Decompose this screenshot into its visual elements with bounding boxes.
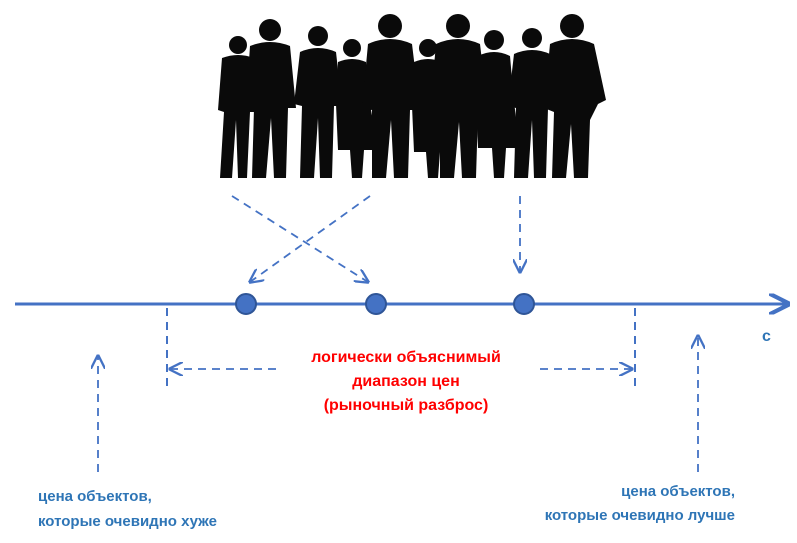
right-note-line-1: цена объектов, [621, 483, 735, 500]
people-crowd-icon [218, 14, 606, 178]
range-label-line-3: (рыночный разброс) [324, 397, 489, 414]
dashed-arrow-to-marker-1 [250, 195, 371, 282]
price-marker-3 [513, 293, 535, 315]
price-marker-1 [235, 293, 257, 315]
left-note-line-1: цена объектов, [38, 488, 152, 505]
right-note-line-2: которые очевидно лучше [545, 507, 735, 524]
axis-label: с [762, 328, 771, 345]
price-marker-2 [365, 293, 387, 315]
range-label-line-1: логически объяснимый [311, 349, 501, 366]
dashed-arrow-to-marker-2 [231, 195, 368, 282]
range-label-line-2: диапазон цен [352, 373, 459, 390]
left-note-line-2: которые очевидно хуже [38, 513, 217, 530]
